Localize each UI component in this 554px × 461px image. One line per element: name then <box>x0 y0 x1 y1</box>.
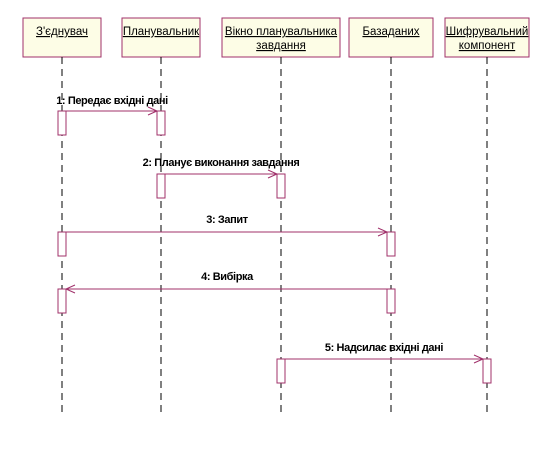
object-label-line-2: компонент <box>459 40 516 52</box>
object-connector[interactable]: З'єднувач <box>22 17 102 58</box>
object-database[interactable]: Базаданих <box>348 17 434 58</box>
activation-scheduler-window-2 <box>276 358 286 384</box>
message-3[interactable]: 3: Запит <box>66 214 389 237</box>
object-cipher[interactable]: Шифрувальний компонент <box>444 17 530 58</box>
object-scheduler[interactable]: Планувальник <box>121 17 201 58</box>
object-label: Базаданих <box>362 26 419 38</box>
object-label: З'єднувач <box>36 26 88 38</box>
object-scheduler-window[interactable]: Вікно планувальника завдання <box>221 17 341 58</box>
object-label-line-2: завдання <box>256 40 306 52</box>
activation-connector-2 <box>57 231 67 257</box>
object-label: Вікно планувальника <box>225 26 338 38</box>
message-label: 3: Запит <box>206 214 248 226</box>
message-5[interactable]: 5: Надсилає вхідні дані <box>285 342 485 364</box>
arrowhead-right-icon <box>377 227 389 237</box>
object-label: Шифрувальний <box>446 26 529 38</box>
activation-database-1 <box>386 231 396 257</box>
object-box <box>121 17 201 58</box>
message-label: 1: Передає вхідні дані <box>56 95 168 107</box>
object-label: Планувальник <box>123 26 200 38</box>
object-box <box>348 17 434 58</box>
message-2[interactable]: 2: Планує виконання завдання <box>143 157 300 179</box>
activation-database-2 <box>386 288 396 314</box>
activation-scheduler-1 <box>156 110 166 136</box>
object-box <box>221 17 341 58</box>
arrowhead-right-icon <box>147 106 159 116</box>
activation-scheduler-2 <box>156 173 166 199</box>
arrowhead-right-icon <box>267 169 279 179</box>
activation-connector-3 <box>57 288 67 314</box>
message-label: 2: Планує виконання завдання <box>143 157 300 169</box>
arrowhead-right-icon <box>473 354 485 364</box>
activation-cipher-1 <box>482 358 492 384</box>
message-1[interactable]: 1: Передає вхідні дані <box>56 95 169 116</box>
activation-connector-1 <box>57 110 67 136</box>
message-label: 4: Вибірка <box>201 271 254 283</box>
object-box <box>22 17 102 58</box>
activation-scheduler-window-1 <box>276 173 286 199</box>
message-label: 5: Надсилає вхідні дані <box>325 342 443 354</box>
message-4[interactable]: 4: Вибірка <box>64 271 387 294</box>
arrowhead-left-icon <box>64 284 76 294</box>
